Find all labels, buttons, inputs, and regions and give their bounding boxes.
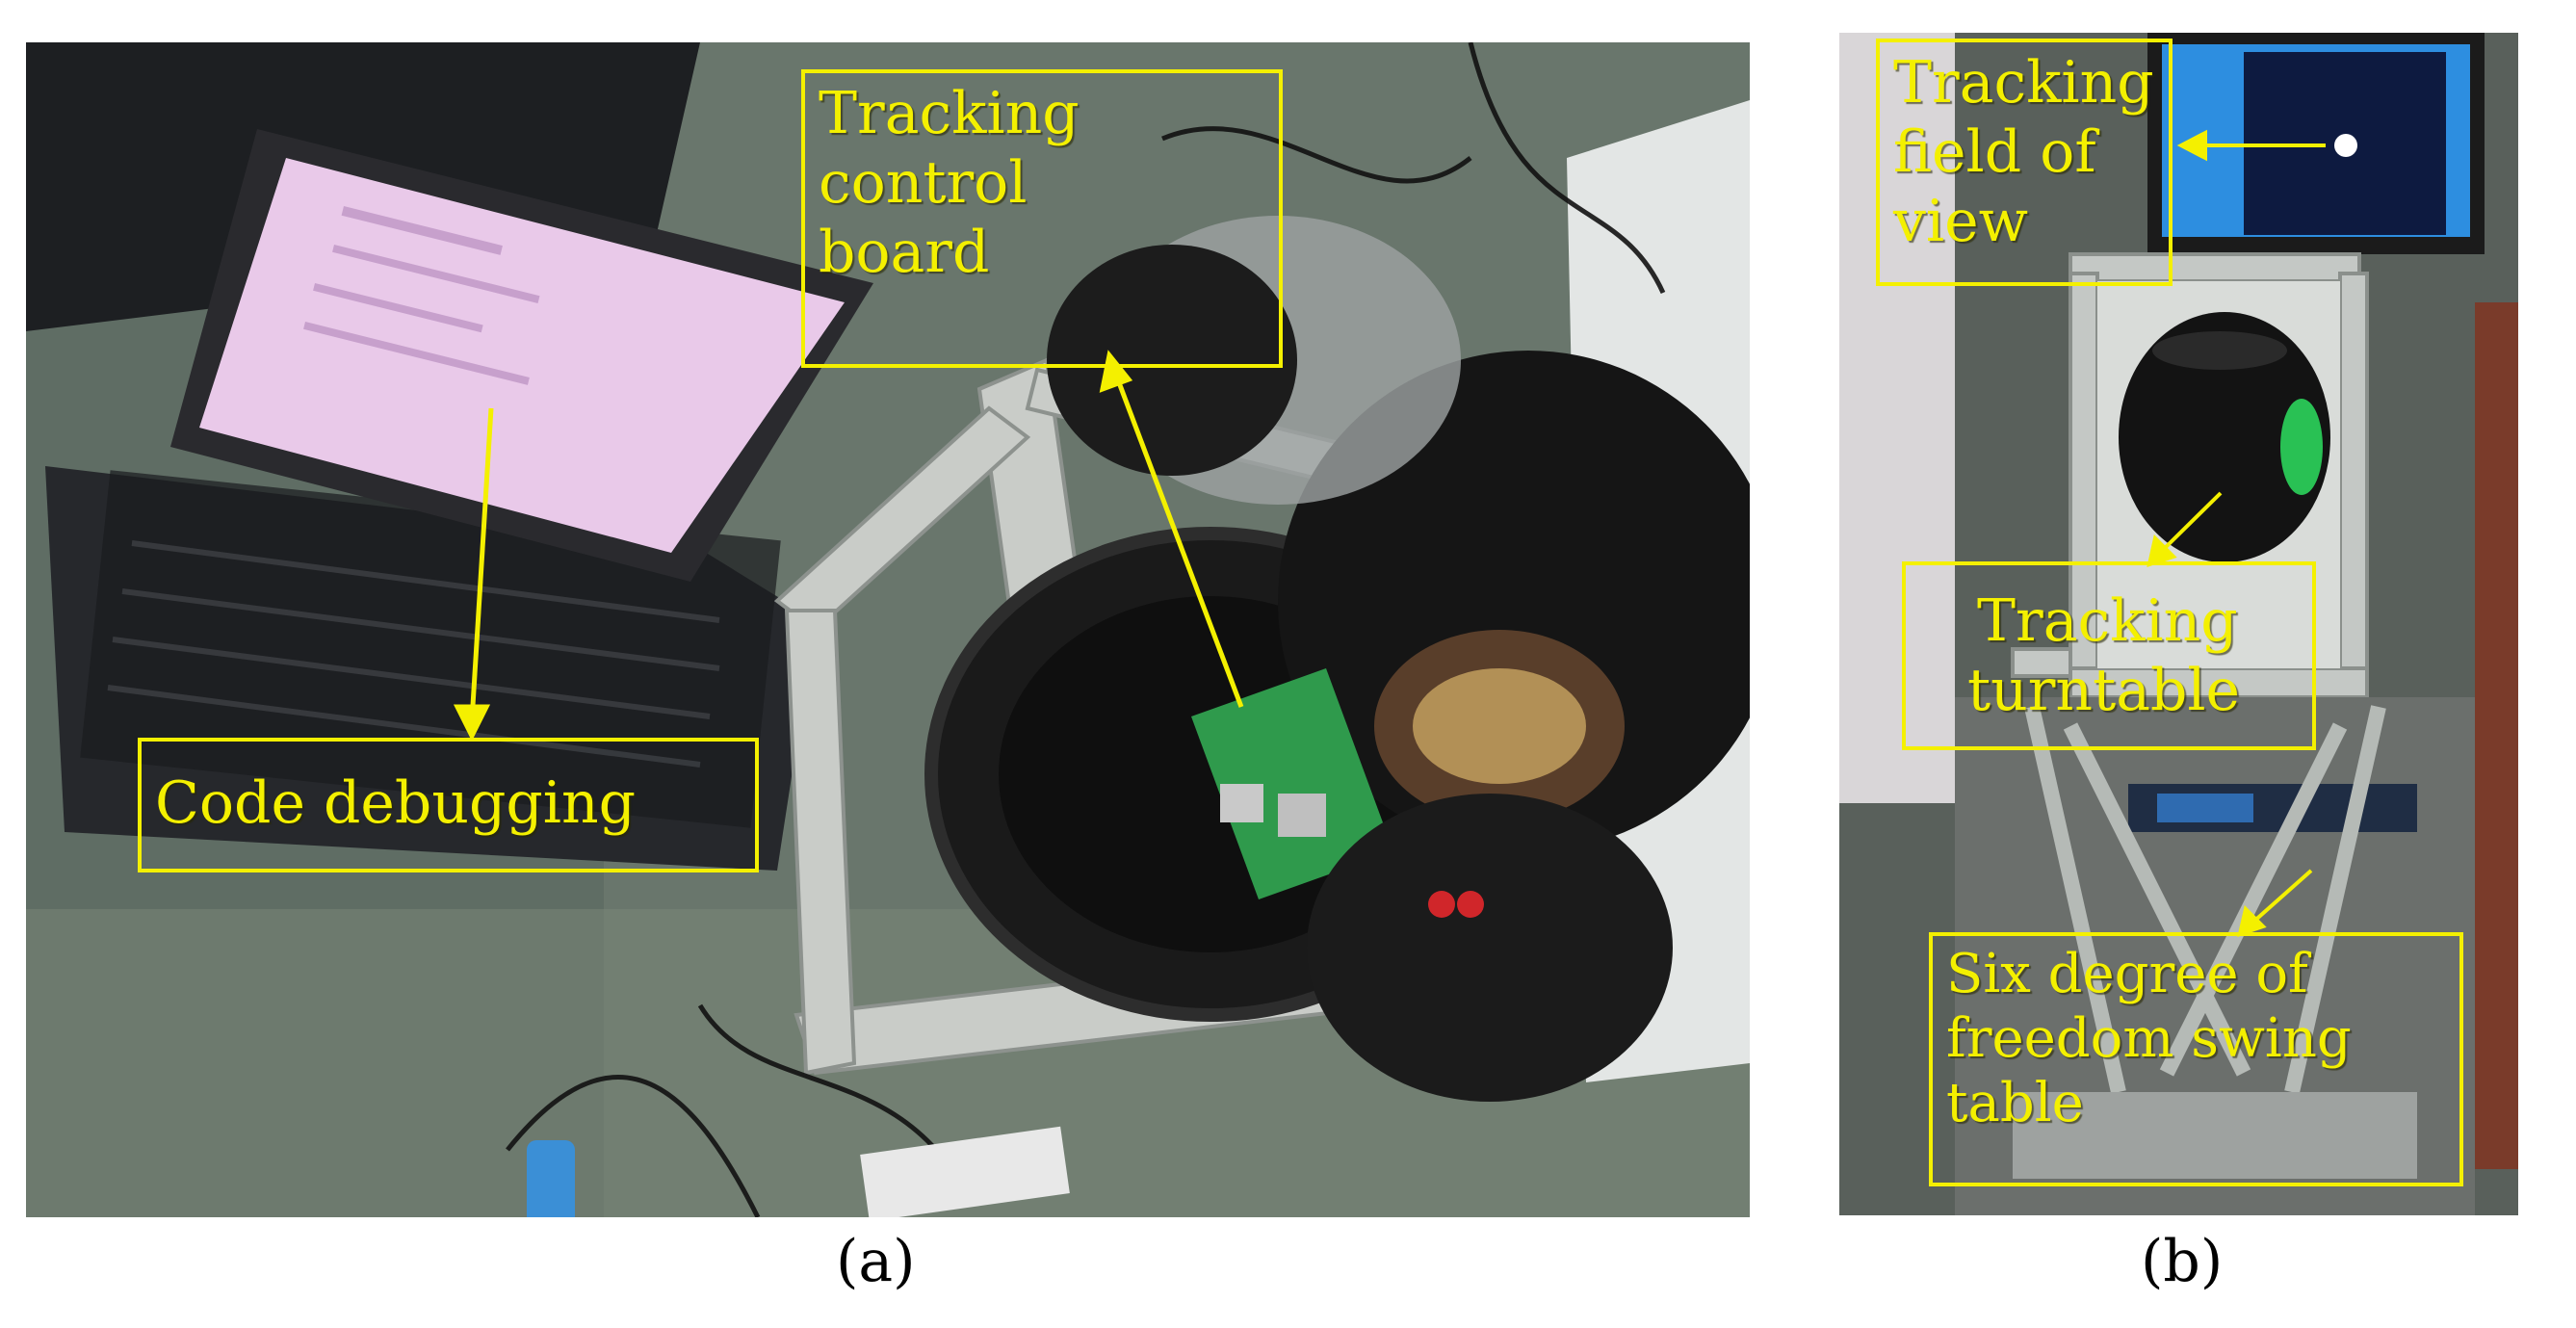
callout-code-debugging: Code debugging [138, 738, 759, 872]
swing-table-legs [2024, 705, 2386, 1094]
circuit-board [1191, 668, 1393, 899]
callout-swing-line-2: freedom swing [1946, 1007, 2352, 1071]
photo-panel-a: Code debugging Tracking control board [26, 42, 1750, 1217]
tracking-target-dot [2334, 134, 2357, 157]
panel-label-a: (a) [836, 1228, 916, 1295]
callout-fov-line-3: view [1893, 188, 2028, 255]
callout-turntable-line-1: Tracking [1977, 587, 2238, 655]
panel-label-b: (b) [2141, 1228, 2224, 1295]
callout-tracking-field-of-view: Tracking field of view [1876, 39, 2173, 286]
callout-board-line-2: control [819, 149, 1028, 217]
photo-panel-b: Tracking field of view Tracking turntabl… [1839, 33, 2518, 1215]
callout-tracking-control-board: Tracking control board [801, 69, 1283, 368]
callout-fov-line-1: Tracking [1893, 49, 2154, 117]
callout-swing-line-3: table [1946, 1072, 2084, 1135]
turntable-frame [2011, 252, 2369, 699]
callout-turntable-line-2: turntable [1967, 657, 2241, 724]
photo-b-scene [1839, 33, 2518, 1215]
callout-tracking-turntable: Tracking turntable [1902, 561, 2316, 750]
callout-board-line-3: board [819, 219, 990, 286]
callout-swing-line-1: Six degree of [1946, 943, 2308, 1005]
callout-code-debugging-text: Code debugging [155, 769, 637, 837]
callout-fov-line-2: field of [1893, 118, 2096, 186]
callout-six-dof-swing-table: Six degree of freedom swing table [1929, 932, 2463, 1186]
callout-board-line-1: Tracking [819, 80, 1080, 147]
tracking-sphere [2119, 312, 2330, 562]
callout-arrows-b [2147, 129, 2326, 938]
callout-arrows-a [453, 350, 1244, 742]
